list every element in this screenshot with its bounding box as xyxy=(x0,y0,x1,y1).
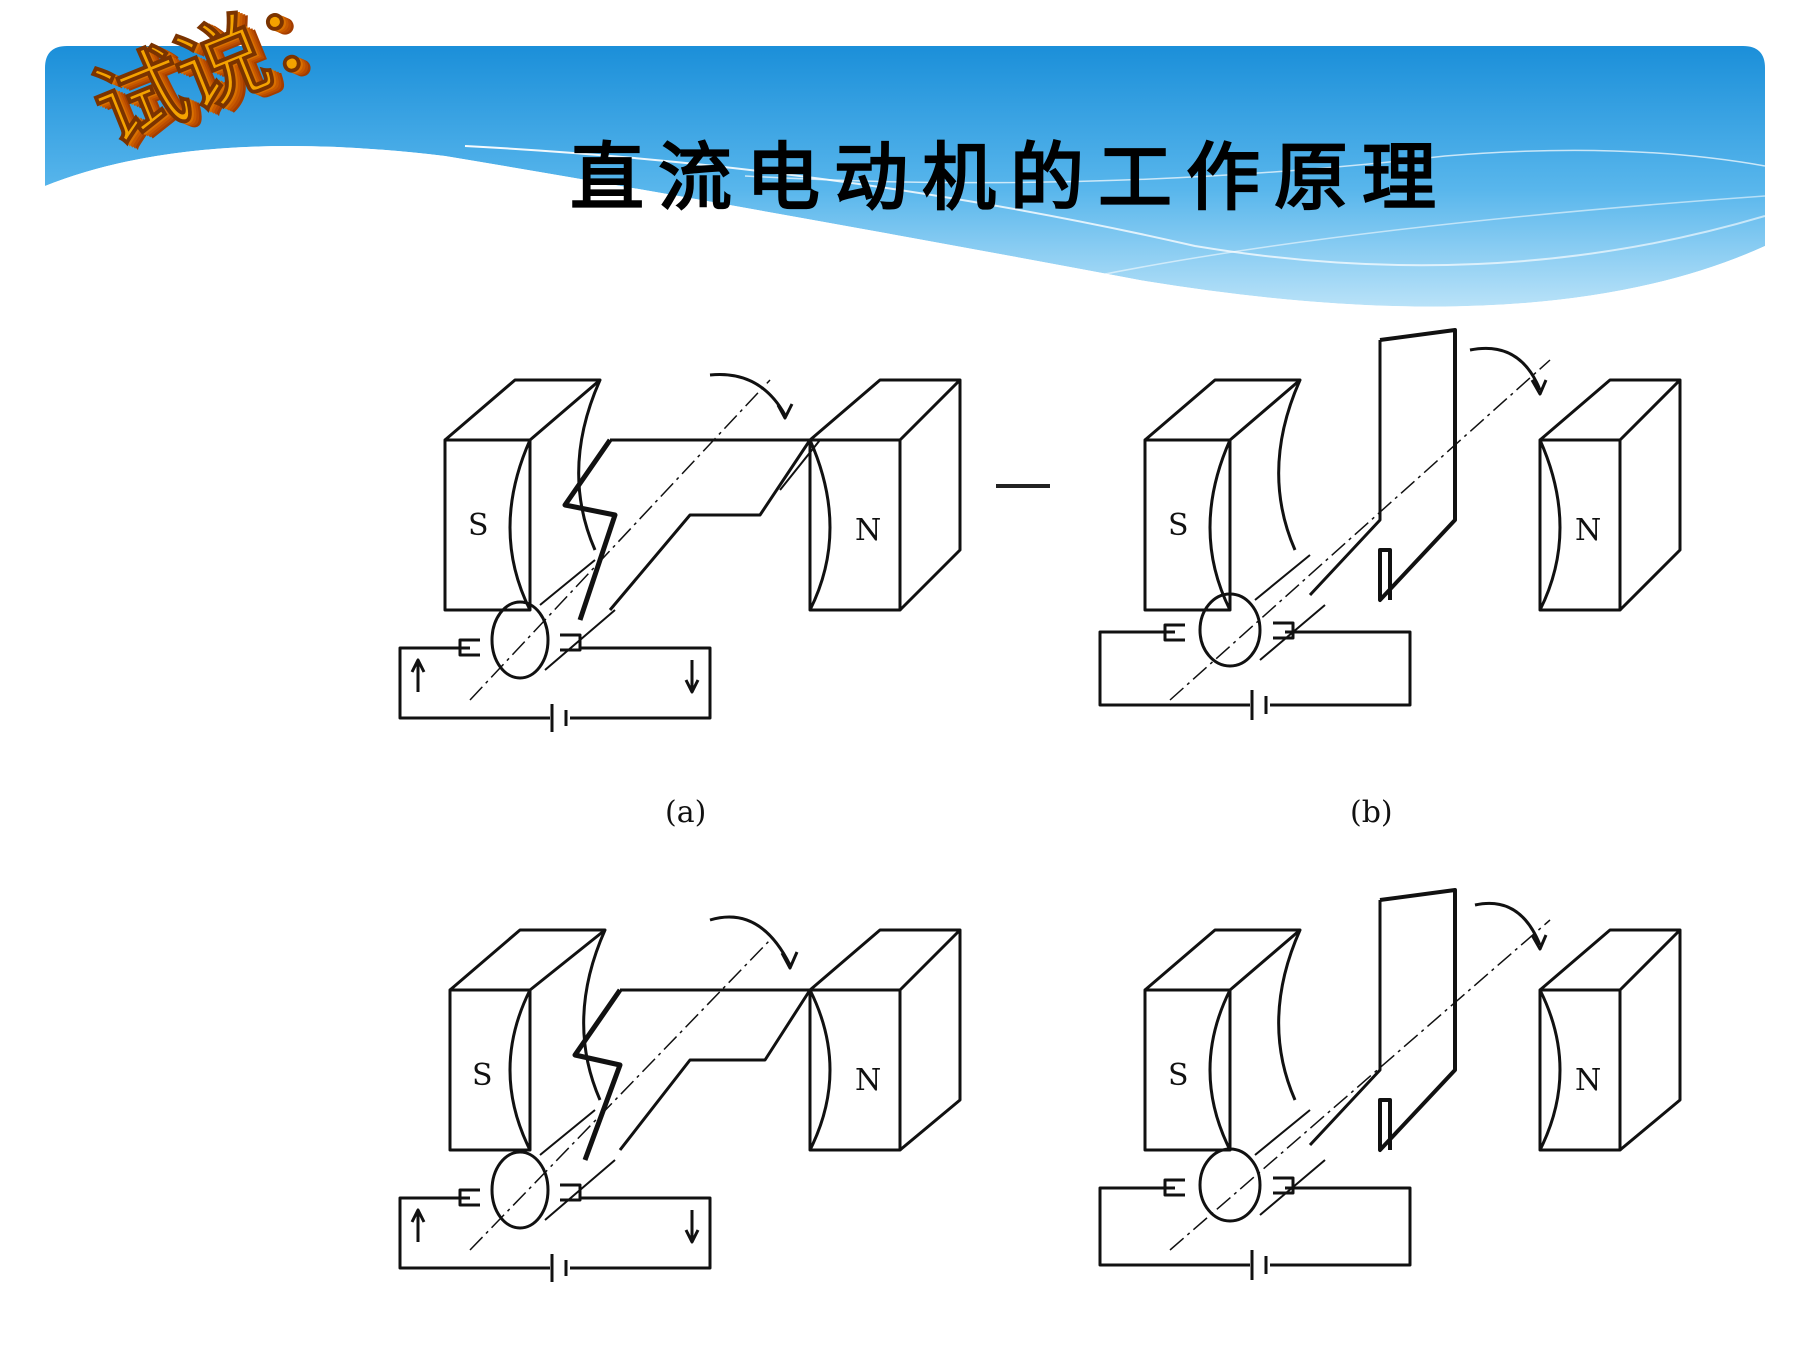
motor-diagram-d: S N xyxy=(1098,888,1682,1280)
caption-a: (a) xyxy=(665,795,707,830)
south-pole-label: S xyxy=(468,508,489,543)
south-pole-label: S xyxy=(472,1058,493,1093)
north-pole-label: N xyxy=(1575,513,1601,548)
north-pole-label: N xyxy=(855,1063,881,1098)
motor-diagram-c: S N xyxy=(398,915,962,1282)
north-pole-label: N xyxy=(1575,1063,1601,1098)
motor-diagram-b: S N xyxy=(1098,328,1682,720)
caption-b: (b) xyxy=(1350,795,1393,830)
south-pole-label: S xyxy=(1168,1058,1189,1093)
header-banner xyxy=(45,46,1765,314)
south-pole-label: S xyxy=(1168,508,1189,543)
slide-title: 直流电动机的工作原理 xyxy=(570,135,1450,221)
separator-dash xyxy=(996,484,1050,488)
north-pole-label: N xyxy=(855,513,881,548)
motor-diagram-a: S N xyxy=(398,373,962,732)
